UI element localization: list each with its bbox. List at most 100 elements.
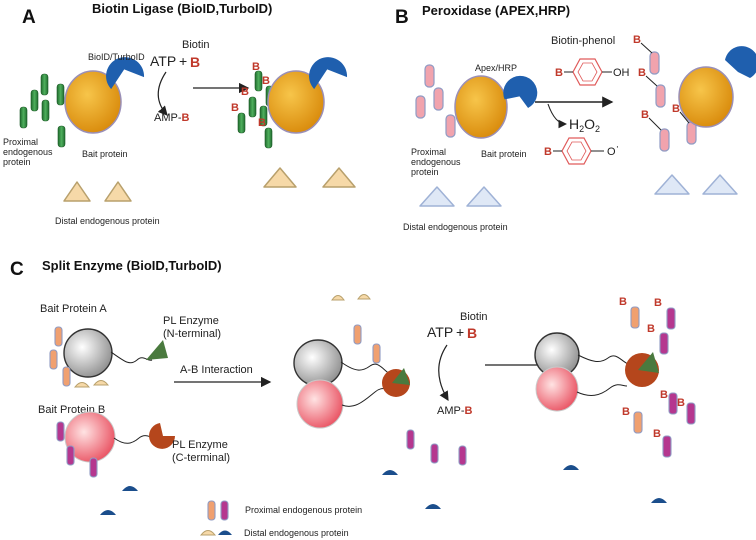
labeled-protein [655, 84, 666, 108]
distal-protein [263, 167, 297, 188]
proximal-protein [406, 429, 415, 450]
b-tag: B [231, 102, 239, 114]
labeled-protein [264, 127, 273, 149]
bait-protein-a-right [267, 70, 325, 134]
legend-proximal-swatch [220, 500, 229, 521]
labeled-protein [254, 70, 263, 92]
linker [110, 351, 153, 364]
distal-protein [702, 174, 738, 195]
enzyme-label: BioID/TurboID [88, 52, 145, 62]
distal-protein [100, 510, 116, 515]
bait-protein-b-complex [296, 379, 344, 429]
distal-protein [563, 465, 579, 470]
legend-proximal-swatch [207, 500, 216, 521]
b-tag: B [633, 34, 641, 46]
amp-label: AMP-B [154, 112, 190, 124]
b-tag: B [544, 146, 552, 158]
labeled-proteins-b: B B B B [633, 34, 697, 152]
bait-protein-a [64, 70, 122, 134]
bait-protein-a-complex [293, 339, 343, 387]
biotin-b-c: B [467, 325, 477, 341]
linker [576, 384, 628, 396]
distal-protein [104, 181, 132, 202]
labeled-protein [659, 332, 669, 355]
distal-label-b: Distal endogenous protein [403, 222, 508, 232]
distal-protein [651, 498, 667, 503]
phenol-ring-inner [577, 62, 598, 82]
distal-protein [357, 294, 371, 300]
bond [645, 75, 658, 87]
b-tag: B [653, 428, 661, 440]
labeled-proteins-c: B B B B B B B [619, 296, 696, 458]
linker [341, 387, 391, 407]
proximal-protein [430, 443, 439, 464]
proximal-protein [424, 64, 435, 88]
distal-protein [331, 295, 345, 301]
bait-protein-b [454, 75, 508, 139]
panel-c-letter: C [10, 259, 24, 280]
proximal-protein [57, 125, 66, 148]
distal-protein [63, 181, 91, 202]
distal-protein [73, 382, 91, 388]
distal-protein [419, 186, 455, 207]
b-tag: B [622, 406, 630, 418]
proximal-protein [353, 324, 362, 345]
b-tag: B [641, 109, 649, 121]
labeled-protein [659, 128, 670, 152]
atp-label: ATP [150, 53, 176, 69]
proximal-protein [62, 366, 71, 387]
panel-c-title: Split Enzyme (BioID,TurboID) [42, 258, 222, 273]
bait-protein-label-b: Bait protein [481, 149, 527, 159]
b-tag: B [677, 397, 685, 409]
pl-enzyme-n-complex [392, 368, 410, 385]
bait-protein-b-final [535, 366, 579, 412]
o-radical: O· [607, 141, 619, 158]
legend-proximal-label: Proximal endogenous protein [245, 505, 362, 515]
biotin-b: B [190, 54, 200, 70]
atp-label-c: ATP [427, 324, 453, 340]
proximal-protein [19, 106, 28, 129]
bait-protein-b-right [678, 66, 734, 128]
linker [577, 354, 629, 365]
b-tag: B [252, 61, 260, 73]
labeled-protein [649, 51, 660, 75]
distal-protein [382, 470, 398, 475]
b-tag: B [638, 67, 646, 79]
proximal-protein [433, 87, 444, 111]
proximal-protein [89, 457, 98, 478]
bond [679, 111, 690, 124]
distal-label: Distal endogenous protein [55, 216, 160, 226]
panel-b-letter: B [395, 7, 409, 28]
proximal-protein [458, 445, 467, 466]
pl-enzyme-c [149, 423, 175, 449]
labeled-protein [259, 105, 268, 127]
biotin-phenol-label: Biotin-phenol [551, 35, 615, 47]
panel-b-title: Peroxidase (APEX,HRP) [422, 3, 570, 18]
distal-protein [425, 504, 441, 509]
panel-a: A Biotin Ligase (BioID,TurboID) BioID/Tu… [3, 1, 356, 226]
proximal-proteins-b [415, 64, 456, 138]
oh-label: OH [613, 67, 630, 79]
labeled-protein [686, 402, 696, 425]
proximal-protein [30, 89, 39, 112]
proximal-protein [49, 349, 58, 370]
b-tag: B [654, 297, 662, 309]
biotin-ligase-enzyme [106, 57, 145, 90]
phenoxyl-ring-inner [566, 141, 587, 161]
amp-arrow [157, 71, 168, 116]
biotin-ligase-enzyme-right [309, 57, 348, 90]
labeled-protein [666, 307, 676, 330]
proximal-protein [372, 343, 381, 364]
distal-protein [322, 167, 356, 188]
plus-sign: + [179, 53, 187, 69]
labeled-protein [237, 112, 246, 134]
b-tag: B [555, 67, 563, 79]
proximal-protein [66, 445, 75, 466]
distal-protein [122, 486, 138, 491]
labeled-protein [662, 435, 672, 458]
proximal-proteins-left [19, 73, 66, 148]
proximal-protein [445, 114, 456, 138]
panel-b: B Peroxidase (APEX,HRP) Apex/HRP Proxima… [395, 3, 756, 232]
peroxidase-enzyme [503, 75, 538, 108]
